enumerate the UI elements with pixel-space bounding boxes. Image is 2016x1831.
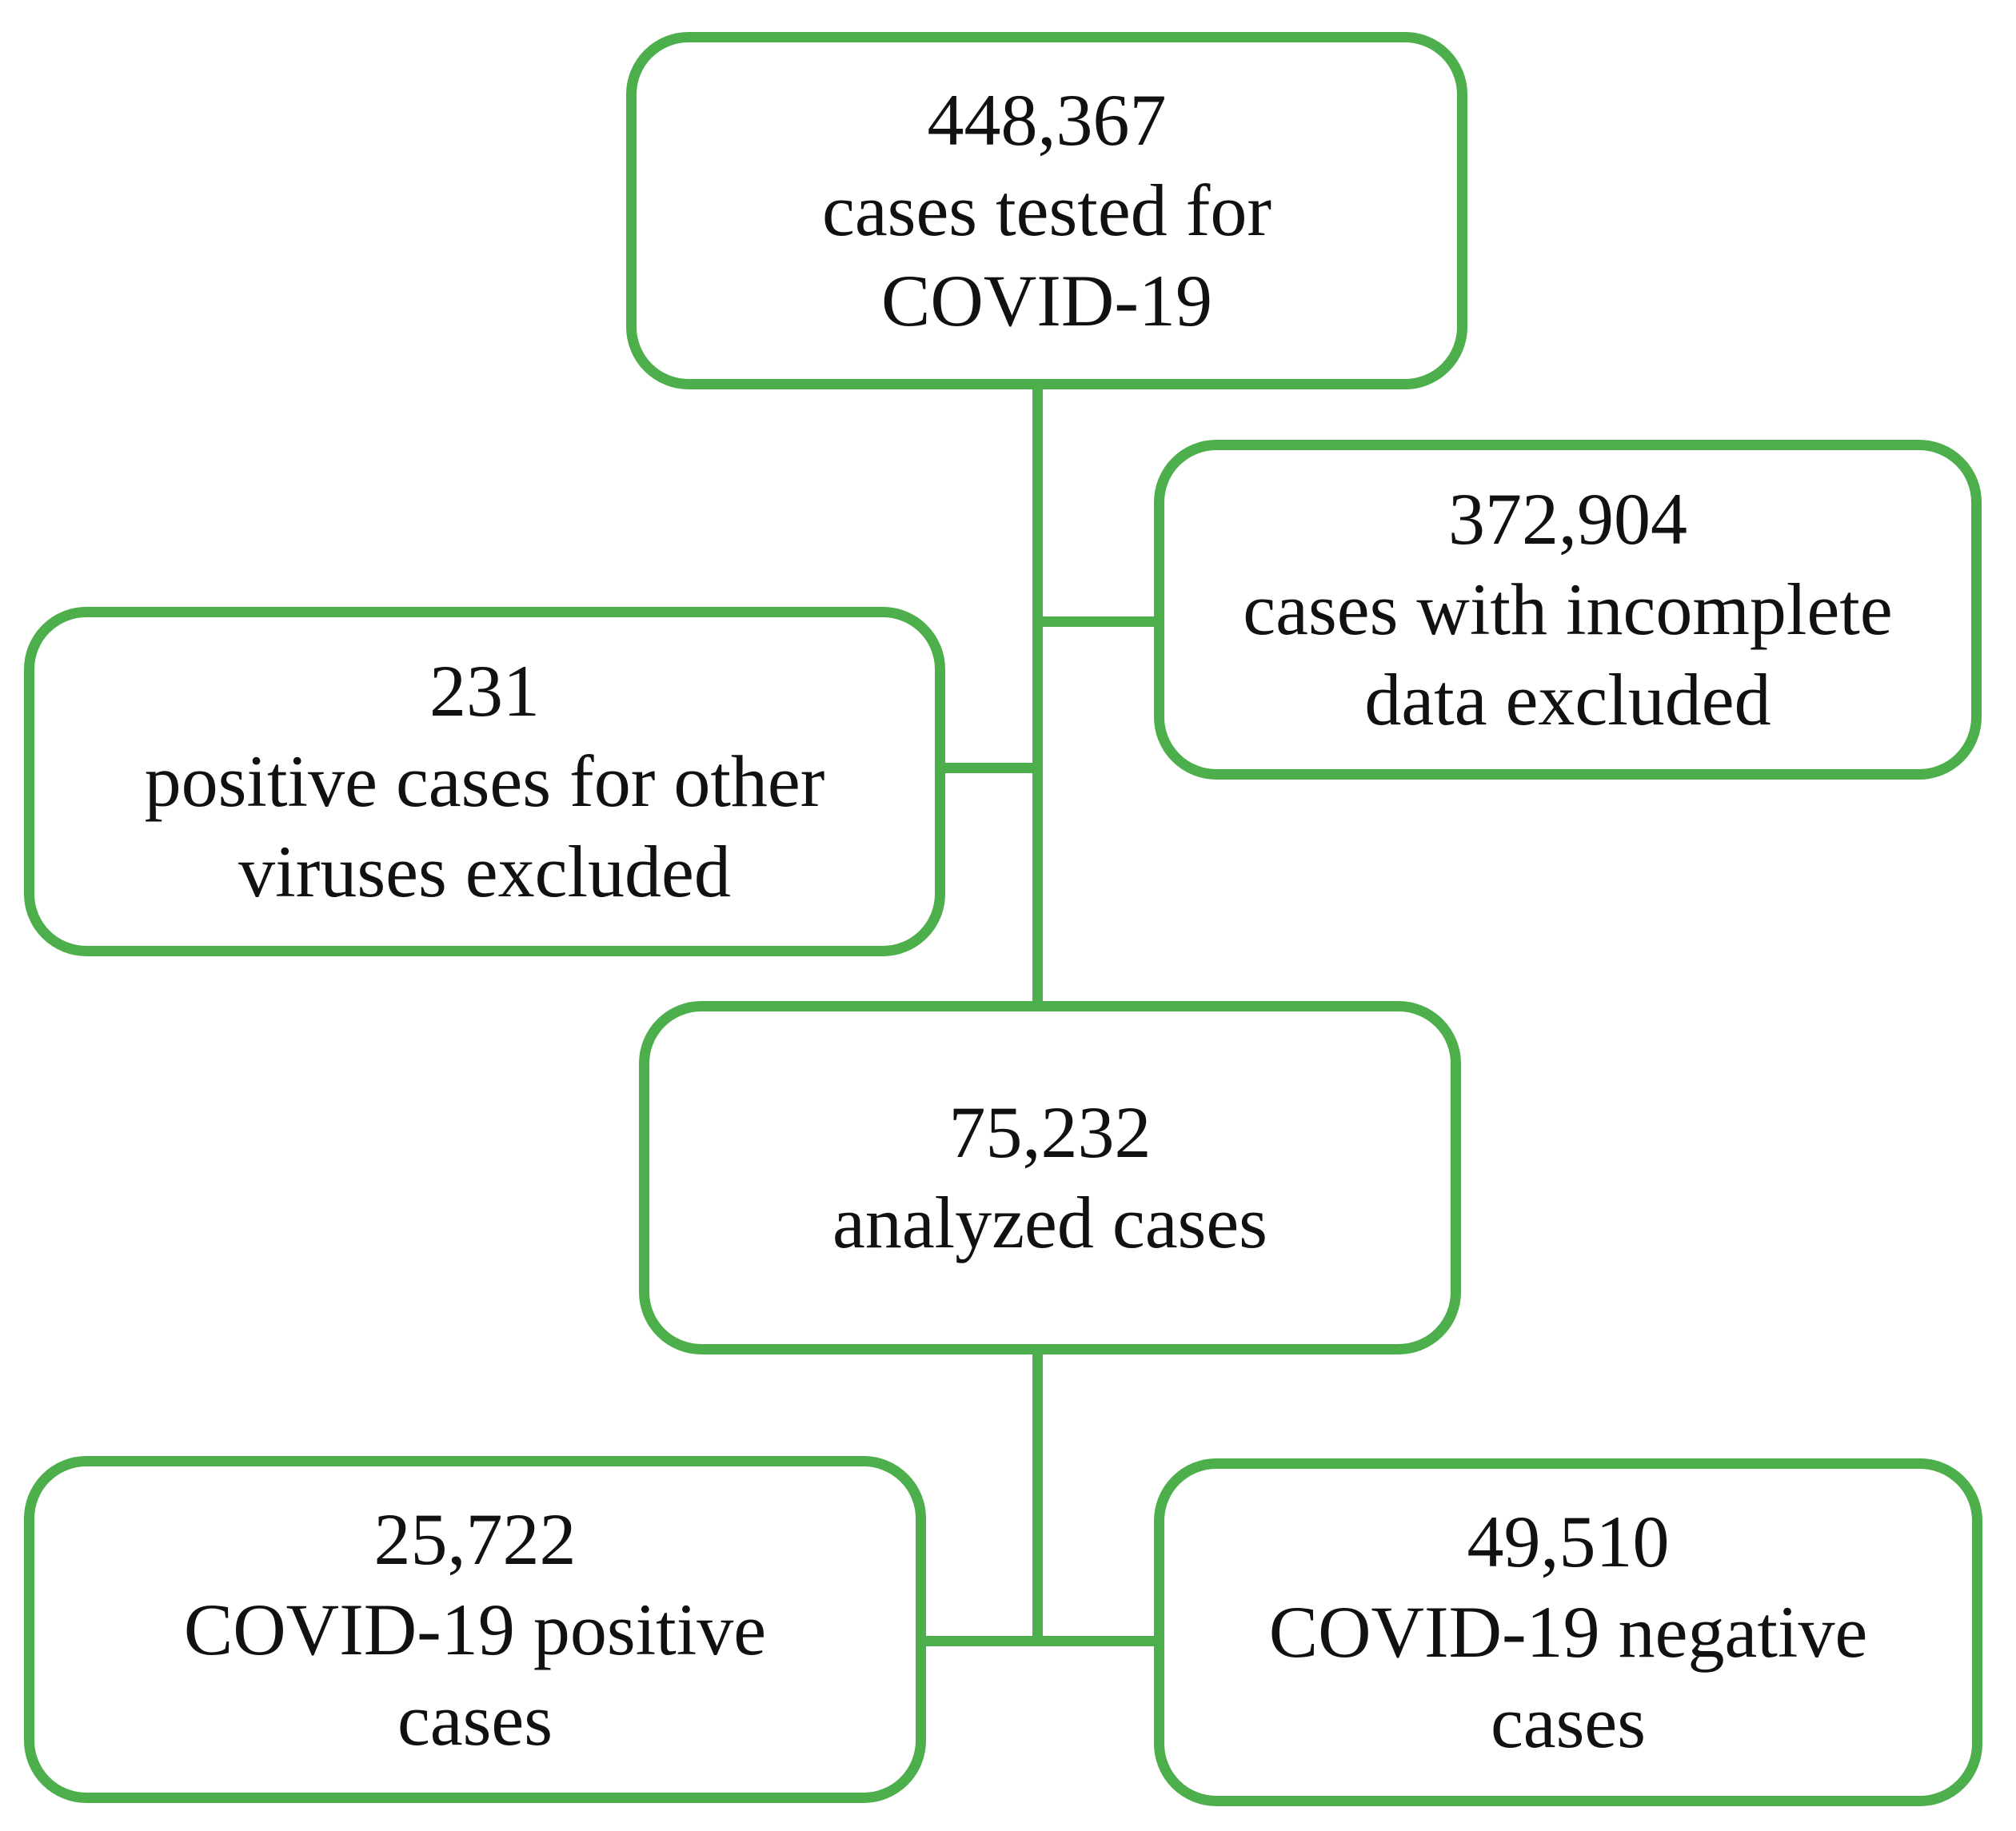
connector-positive-negative-split [916,1636,1164,1646]
box-label-line: cases [397,1678,553,1761]
box-value: 49,510 [1467,1501,1670,1582]
box-label-line: analyzed cases [832,1182,1267,1263]
connector-tested-to-analyzed [1032,376,1043,1011]
box-label-line: COVID-19 negative [1268,1591,1868,1673]
connector-to-incomplete-box [1037,616,1165,627]
box-value: 372,904 [1448,478,1687,560]
box-value: 448,367 [927,79,1167,161]
connector-to-other-viruses-box [936,763,1037,773]
box-label-line: cases tested for [822,170,1271,251]
box-cases-tested: 448,367 cases tested for COVID-19 [626,32,1467,389]
box-analyzed-cases: 75,232 analyzed cases [639,1001,1461,1354]
box-value: 25,722 [373,1498,577,1580]
box-value: 75,232 [948,1091,1152,1173]
box-label-line: viruses excluded [238,831,731,912]
box-value: 231 [429,650,540,732]
box-label-line: COVID-19 positive [183,1588,767,1670]
box-incomplete-data-excluded: 372,904 cases with incomplete data exclu… [1154,440,1982,780]
box-covid-positive-cases: 25,722 COVID-19 positive cases [24,1456,926,1803]
box-label-line: cases [1490,1681,1647,1763]
box-other-viruses-excluded: 231 positive cases for other viruses exc… [24,607,945,956]
box-label-line: positive cases for other [144,740,825,822]
box-label-line: cases with incomplete [1243,568,1893,650]
box-label-line: data excluded [1364,659,1771,740]
box-covid-negative-cases: 49,510 COVID-19 negative cases [1154,1458,1982,1806]
connector-analyzed-to-split [1032,1343,1043,1646]
box-label-line: COVID-19 [881,260,1212,341]
